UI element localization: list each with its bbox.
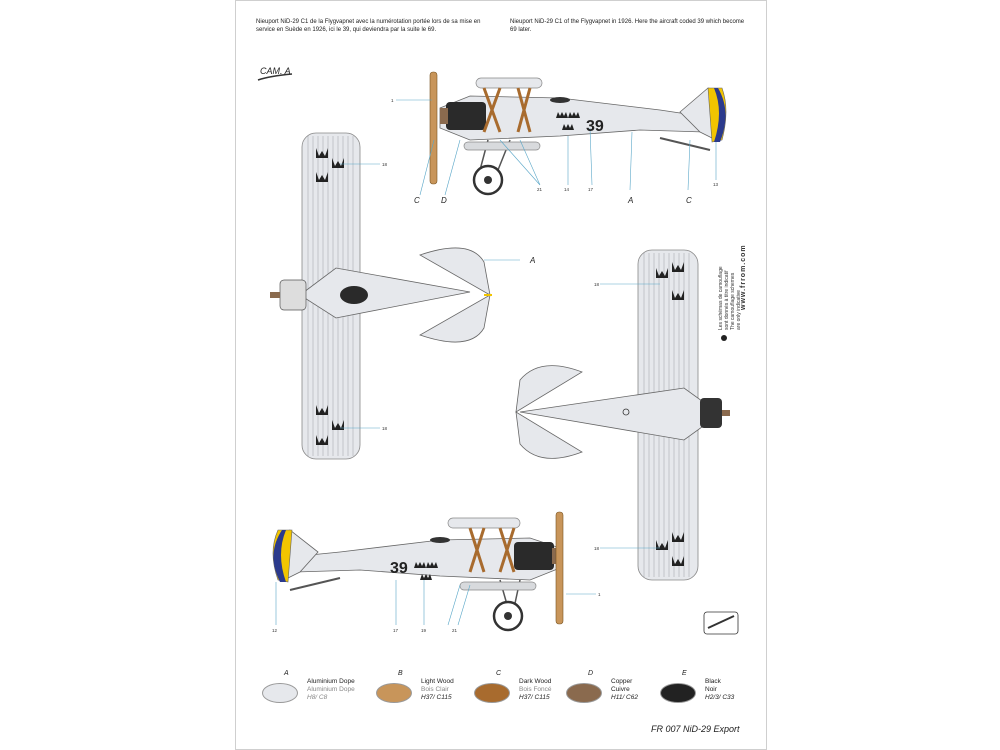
callout-17-bottom: 17 <box>393 628 399 633</box>
callout-19: 19 <box>421 628 427 633</box>
bottom-view <box>515 249 730 581</box>
camouflage-label: CAM. A <box>260 66 291 76</box>
swatch-b: B Light Wood Bois Clair H37/ C115 <box>346 670 476 730</box>
callout-c-1: C <box>414 196 420 205</box>
website-url: www.frrom.com <box>740 244 747 310</box>
callout-14: 14 <box>564 187 570 192</box>
callout-1-top: 1 <box>391 98 394 103</box>
top-view <box>270 132 520 460</box>
callout-18-c: 18 <box>594 282 600 287</box>
color-chip <box>262 683 298 703</box>
kit-title-footer: FR 007 NiD-29 Export <box>651 724 740 734</box>
color-chip <box>474 683 510 703</box>
callout-18-d: 18 <box>594 546 600 551</box>
caption-english: Nieuport NiD-29 C1 of the Flygvapnet in … <box>510 19 745 33</box>
side-view-left <box>396 71 727 196</box>
disclaimer-text: Les schémas de camouflage sont donnés à … <box>718 266 742 330</box>
callout-17-top: 17 <box>588 187 594 192</box>
callout-c-2: C <box>686 196 692 205</box>
callout-21-bottom: 21 <box>452 628 458 633</box>
callout-d: D <box>441 196 447 205</box>
callout-a-1: A <box>628 196 634 205</box>
caption-french: Nieuport NiD-29 C1 de la Flygvapnet avec… <box>256 19 481 33</box>
swatch-e: E Black Noir H2/3/ C33 <box>630 670 760 730</box>
callout-13: 13 <box>713 182 719 187</box>
swatch-d: D Copper Cuivre H11/ C62 <box>536 670 666 730</box>
color-chip <box>660 683 696 703</box>
callout-12: 12 <box>272 628 278 633</box>
swatch-c: C Dark Wood Bois Foncé H37/ C115 <box>444 670 574 730</box>
aircraft-code-top: 39 <box>586 118 604 135</box>
callout-18-b: 18 <box>382 426 388 431</box>
color-chip <box>566 683 602 703</box>
callout-1-bottom: 1 <box>598 592 601 597</box>
callout-a-2: A <box>530 256 536 265</box>
publisher-logo <box>703 611 739 635</box>
callout-18-a: 18 <box>382 162 388 167</box>
callout-21-top: 21 <box>537 187 543 192</box>
side-view-right <box>272 511 596 632</box>
color-chip <box>376 683 412 703</box>
swatch-a: A Aluminium Dope Aluminium Dope H8/ C8 <box>232 670 362 730</box>
aircraft-code-bottom: 39 <box>390 560 408 577</box>
